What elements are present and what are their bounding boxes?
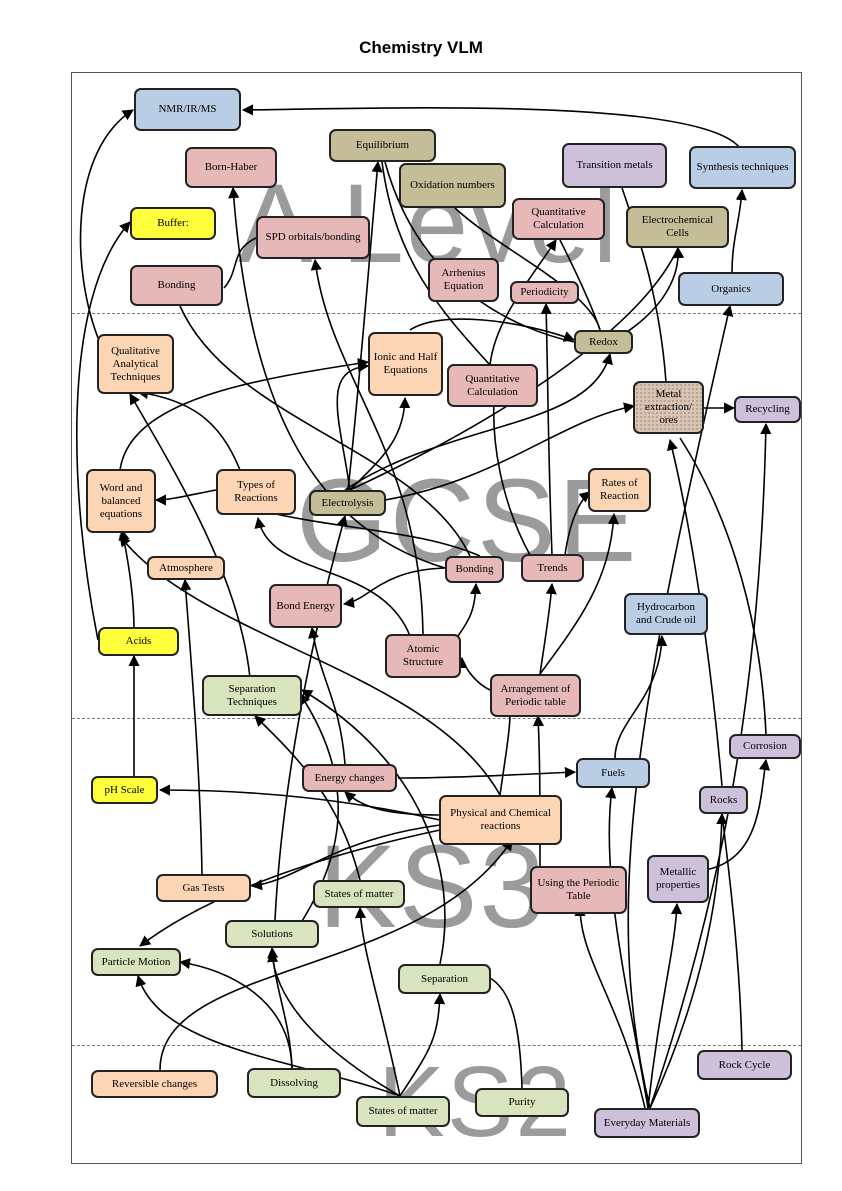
node-buffer[interactable]: Buffer: [130, 207, 216, 240]
node-bond-energy[interactable]: Bond Energy [269, 584, 342, 628]
node-particle-motion[interactable]: Particle Motion [91, 948, 181, 976]
node-rocks[interactable]: Rocks [699, 786, 748, 814]
node-physical-chemical-reactions[interactable]: Physical and Chemical reactions [439, 795, 562, 845]
node-born-haber[interactable]: Born-Haber [185, 147, 277, 188]
diagram-frame [71, 72, 802, 1164]
node-nmr-ir-ms[interactable]: NMR/IR/MS [134, 88, 241, 131]
node-synthesis-techniques[interactable]: Synthesis techniques [689, 146, 796, 189]
node-energy-changes[interactable]: Energy changes [302, 764, 397, 792]
node-spd-orbitals[interactable]: SPD orbitals/bonding [256, 216, 370, 259]
node-hydrocarbon-crude-oil[interactable]: Hydrocarbon and Crude oil [624, 593, 708, 635]
node-reversible-changes[interactable]: Reversible changes [91, 1070, 218, 1098]
node-oxidation-numbers[interactable]: Oxidation numbers [399, 163, 506, 208]
node-ionic-half-equations[interactable]: Ionic and Half Equations [368, 332, 443, 396]
node-corrosion[interactable]: Corrosion [729, 734, 801, 759]
node-solutions[interactable]: Solutions [225, 920, 319, 948]
node-states-of-matter-ks3[interactable]: States of matter [313, 880, 405, 908]
node-trends[interactable]: Trends [521, 554, 584, 582]
node-qualitative-analytical-techniques[interactable]: Qualitative Analytical Techniques [97, 334, 174, 394]
node-rates-of-reaction[interactable]: Rates of Reaction [588, 468, 651, 512]
node-atmosphere[interactable]: Atmosphere [147, 556, 225, 580]
node-purity[interactable]: Purity [475, 1088, 569, 1117]
node-recycling[interactable]: Recycling [734, 396, 801, 423]
node-separation-techniques[interactable]: Separation Techniques [202, 675, 302, 716]
node-word-balanced-equations[interactable]: Word and balanced equations [86, 469, 156, 533]
node-metallic-properties[interactable]: Metallic properties [647, 855, 709, 903]
node-equilibrium[interactable]: Equilibrium [329, 129, 436, 162]
node-quantitative-calculation-alevel[interactable]: Quantitative Calculation [512, 198, 605, 240]
node-electrochemical-cells[interactable]: Electrochemical Cells [626, 206, 729, 248]
node-everyday-materials[interactable]: Everyday Materials [594, 1108, 700, 1138]
node-redox[interactable]: Redox [574, 330, 633, 354]
node-using-periodic-table[interactable]: Using the Periodic Table [530, 866, 627, 914]
node-atomic-structure[interactable]: Atomic Structure [385, 634, 461, 678]
divider-gcse-ks3 [72, 718, 801, 719]
node-bonding-gcse[interactable]: Bonding [445, 556, 504, 583]
node-quantitative-calculation-gcse[interactable]: Quantitative Calculation [447, 364, 538, 407]
node-fuels[interactable]: Fuels [576, 758, 650, 788]
node-acids[interactable]: Acids [98, 627, 179, 656]
node-bonding-alevel[interactable]: Bonding [130, 265, 223, 306]
node-ph-scale[interactable]: pH Scale [91, 776, 158, 804]
node-arrhenius-equation[interactable]: Arrhenius Equation [428, 258, 499, 302]
node-types-of-reactions[interactable]: Types of Reactions [216, 469, 296, 515]
page-title: Chemistry VLM [359, 38, 483, 57]
divider-alevel-gcse [72, 313, 801, 314]
node-electrolysis[interactable]: Electrolysis [309, 490, 386, 516]
node-separation[interactable]: Separation [398, 964, 491, 994]
node-metal-extraction-ores[interactable]: Metal extraction/ ores [633, 381, 704, 434]
node-arrangement-periodic-table[interactable]: Arrangement of Periodic table [490, 674, 581, 717]
node-periodicity[interactable]: Periodicity [510, 281, 579, 304]
node-states-of-matter-ks2[interactable]: States of matter [356, 1096, 450, 1127]
node-organics[interactable]: Organics [678, 272, 784, 306]
node-rock-cycle[interactable]: Rock Cycle [697, 1050, 792, 1080]
node-gas-tests[interactable]: Gas Tests [156, 874, 251, 902]
node-transition-metals[interactable]: Transition metals [562, 143, 667, 188]
node-dissolving[interactable]: Dissolving [247, 1068, 341, 1098]
